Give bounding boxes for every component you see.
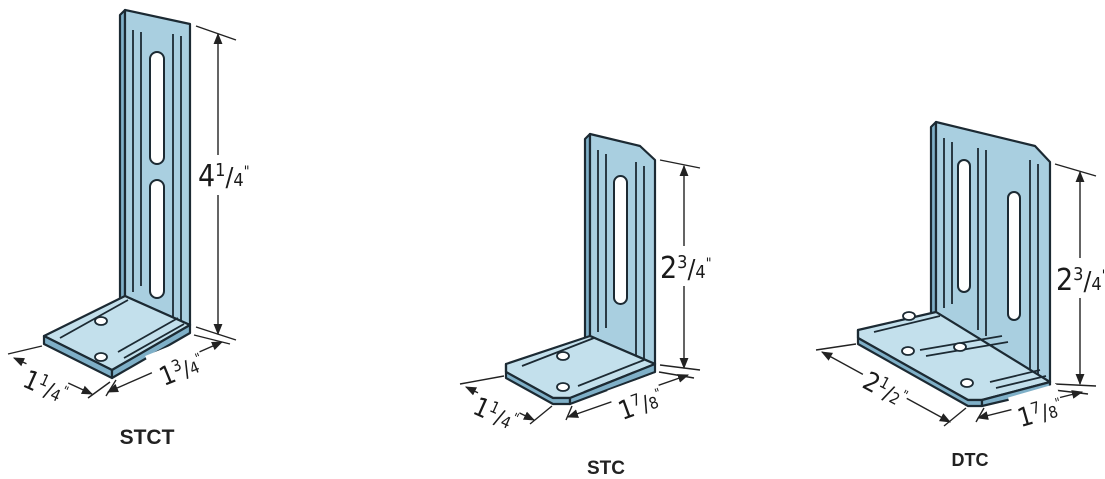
stct-height-label: 41/4" [198,159,249,194]
stct-leg-dimension: 13/4" [105,334,231,397]
stc-caption: STC [587,458,625,479]
stc-width-label: 11/4" [468,391,522,438]
stct-caption: STCT [120,426,175,449]
stct-bracket [42,8,192,380]
dtc-leg-dimension: 17/8" [975,383,1089,434]
dtc-width-dimension: 21/2" [815,343,967,427]
dtc-caption: DTC [952,450,989,470]
stc-bracket [504,132,657,406]
stc-width-dimension: 11/4" [459,375,553,438]
stct-width-dimension: 11/4" [7,345,111,409]
dtc-height-label: 23/4" [1056,263,1105,298]
stct-height-dimension: 41/4" [195,25,249,341]
stc-leg-dimension: 17/8" [565,371,695,427]
stc-leg-label: 17/8" [614,382,667,427]
dtc-height-dimension: 23/4" [1054,163,1105,387]
stc-height-label: 23/4" [660,251,711,286]
dtc-width-label: 21/2" [858,366,913,415]
dtc-bracket [856,120,1052,408]
stc-height-dimension: 23/4" [659,159,711,371]
dtc-leg-label: 17/8" [1014,392,1066,434]
